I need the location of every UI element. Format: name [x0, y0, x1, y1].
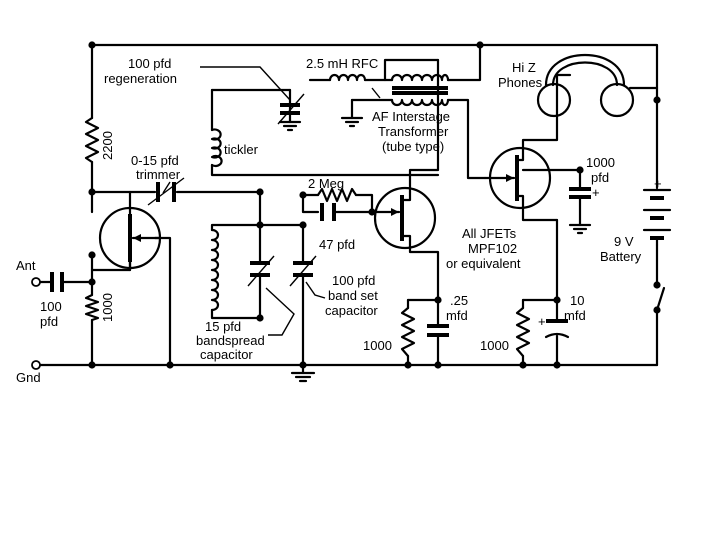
label-r1000a: 1000: [100, 293, 115, 322]
label-batt-2: Battery: [600, 249, 642, 264]
label-jfet-1: All JFETs: [462, 226, 517, 241]
label-c10-1: 10: [570, 293, 584, 308]
label-af-1: AF Interstage: [372, 109, 450, 124]
label-batt-1: 9 V: [614, 234, 634, 249]
label-regen-name: regeneration: [104, 71, 177, 86]
label-af-3: (tube type): [382, 139, 444, 154]
jfet-q2: [370, 186, 437, 250]
coil-rfc: [328, 73, 367, 82]
label-bs-1: 15 pfd: [205, 319, 241, 334]
leader-lines: [162, 66, 381, 336]
label-jfet-3: or equivalent: [446, 256, 521, 271]
ant-terminal: [31, 277, 41, 287]
ground-1000pfd: [568, 223, 592, 235]
label-bandset-2: band set: [328, 288, 378, 303]
junction-dots: [88, 41, 661, 369]
label-ant: Ant: [16, 258, 36, 273]
label-bs-2: bandspread: [196, 333, 265, 348]
transformer-primary: [390, 73, 450, 82]
label-c25-2: mfd: [446, 308, 468, 323]
battery: [642, 188, 672, 247]
jfets: [98, 146, 552, 272]
label-c1000-2: pfd: [591, 170, 609, 185]
jfet-q3: [483, 146, 552, 210]
coils: [210, 73, 450, 312]
label-c10-2: mfd: [564, 308, 586, 323]
gnd-terminal: [31, 360, 41, 370]
capacitors: [50, 93, 591, 339]
label-c47: 47 pfd: [319, 237, 355, 252]
resistor-1000-gate: [84, 293, 100, 322]
label-phones-1: Hi Z: [512, 60, 536, 75]
ground-regeneration: [278, 118, 302, 132]
label-af-2: Transformer: [378, 124, 449, 139]
ground-transformer: [340, 116, 364, 128]
jfet-q1: [98, 206, 162, 272]
resistor-2-meg: [316, 187, 358, 203]
label-r1000c: 1000: [480, 338, 509, 353]
ground-symbols: [278, 116, 592, 383]
ground-main: [290, 363, 316, 383]
label-bs-3: capacitor: [200, 347, 253, 362]
label-bandset-3: capacitor: [325, 303, 378, 318]
label-tickler: tickler: [224, 142, 259, 157]
label-plus-batt: +: [654, 176, 662, 191]
resistor-2200: [84, 116, 100, 164]
resistor-1000-q3: [515, 306, 531, 358]
power-switch: [655, 286, 666, 312]
label-c100-1: 100: [40, 299, 62, 314]
label-r1000b: 1000: [363, 338, 392, 353]
label-bandset-1: 100 pfd: [332, 273, 375, 288]
transformer-secondary: [390, 98, 450, 107]
label-plus-10mfd: +: [538, 314, 546, 329]
label-jfet-2: MPF102: [468, 241, 517, 256]
label-rfc: 2.5 mH RFC: [306, 56, 378, 71]
label-gnd: Gnd: [16, 370, 41, 385]
label-plus-1000pfd: +: [592, 185, 600, 200]
labels: 100 pfd regeneration 2.5 mH RFC Hi Z Pho…: [16, 56, 662, 385]
label-c100-2: pfd: [40, 314, 58, 329]
resistors: [84, 116, 531, 358]
resistor-1000-q2: [400, 306, 416, 358]
label-trim-1: 0-15 pfd: [131, 153, 179, 168]
headphones: [536, 54, 635, 118]
label-c25-1: .25: [450, 293, 468, 308]
label-meg: 2 Meg: [308, 176, 344, 191]
label-regen-value: 100 pfd: [128, 56, 171, 71]
terminals: [31, 277, 41, 370]
label-trim-2: trimmer: [136, 167, 181, 182]
coil-tank: [210, 228, 220, 312]
label-phones-2: Phones: [498, 75, 543, 90]
coil-tickler: [210, 128, 223, 168]
label-c1000-1: 1000: [586, 155, 615, 170]
label-r2200: 2200: [100, 131, 115, 160]
